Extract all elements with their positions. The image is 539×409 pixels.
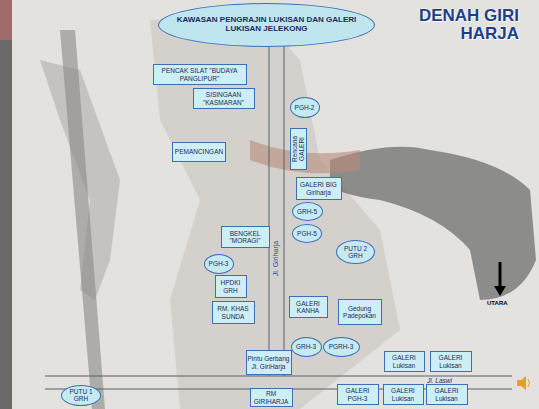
- place-name: GALERI BIG Giriharja: [298, 181, 340, 195]
- site-box: RM GIRIHARJA: [250, 388, 293, 407]
- site-circle: KAWASAN PENGRAJIN LUKISAN DAN GALERI LUK…: [158, 3, 375, 47]
- place-name: PGH-5: [297, 230, 317, 237]
- statue-right-arm: [330, 147, 536, 300]
- road-name: Jl. Giriharja: [273, 240, 280, 275]
- place-name: Gedung Padepokan: [340, 305, 380, 319]
- site-box: GALERI Lukisan: [384, 351, 425, 372]
- place-name: RM GIRIHARJA: [252, 390, 291, 404]
- place-name: PUTU 1 GRH: [63, 388, 99, 402]
- place-name: PEMANCINGAN: [175, 148, 223, 155]
- speaker-icon: [517, 376, 526, 390]
- north-arrowhead: [494, 286, 506, 296]
- site-box: GALERI Lukisan: [426, 384, 468, 405]
- site-circle: PUTU 2 GRH: [336, 240, 375, 264]
- road-line: [284, 46, 285, 376]
- site-box: Rencana GALERI: [290, 128, 307, 170]
- speaker-wave: [528, 379, 530, 387]
- place-name: BENGKEL "MORAGI": [223, 230, 268, 244]
- place-name: RM. KHAS SUNDA: [214, 305, 253, 319]
- site-box: PEMANCINGAN: [172, 142, 226, 162]
- place-name: PENCAK SILAT "BUDAYA PANGLIPUR": [155, 67, 245, 81]
- place-name: PUTU 2 GRH: [338, 245, 373, 259]
- place-name: PGRH-3: [329, 343, 354, 350]
- site-circle: GRH-3: [291, 337, 322, 357]
- site-box: GALERI KANHA: [289, 296, 328, 318]
- site-box: HPDKI GRH: [215, 275, 247, 298]
- place-name: PGH-2: [295, 104, 315, 111]
- place-name: KAWASAN PENGRAJIN LUKISAN DAN GALERI LUK…: [160, 16, 373, 34]
- statue-body: [150, 15, 400, 409]
- site-circle: PGRH-3: [323, 337, 360, 357]
- place-name: GRH-3: [296, 343, 316, 350]
- site-box: GALERI Lukisan: [430, 351, 472, 372]
- place-name: GALERI PGH-3: [339, 387, 377, 401]
- site-box: PENCAK SILAT "BUDAYA PANGLIPUR": [153, 64, 247, 85]
- place-name: Pintu Gerbang Jl. GiriHarja: [248, 355, 290, 369]
- north-arrow: [499, 262, 502, 288]
- map-title: DENAH GIRI HARJA: [417, 7, 519, 43]
- place-name: SISINGAAN "KASMARAN": [195, 91, 253, 105]
- site-circle: PGH-2: [290, 97, 320, 118]
- site-circle: PGH-3: [204, 254, 234, 274]
- place-name: GALERI Lukisan: [386, 354, 423, 368]
- site-box: GALERI Lukisan: [383, 384, 424, 405]
- site-box: Gedung Padepokan: [338, 299, 382, 325]
- place-name: GALERI KANHA: [291, 300, 326, 314]
- site-box: RM. KHAS SUNDA: [212, 301, 255, 324]
- site-circle: GRH-5: [292, 202, 323, 221]
- site-box: Pintu Gerbang Jl. GiriHarja: [246, 350, 292, 375]
- place-name: PGH-3: [209, 260, 229, 267]
- road-line: [269, 46, 270, 376]
- place-name: HPDKI GRH: [217, 279, 245, 293]
- place-name: GALERI Lukisan: [432, 354, 470, 368]
- road-name: Jl. Laswi: [427, 377, 452, 384]
- left-strip: [0, 0, 12, 409]
- place-name: GALERI Lukisan: [428, 387, 466, 401]
- north-label: UTARA: [487, 300, 508, 306]
- place-name: Rencana GALERI: [291, 129, 305, 169]
- place-name: GRH-5: [297, 208, 317, 215]
- place-name: GALERI Lukisan: [385, 387, 422, 401]
- site-box: SISINGAAN "KASMARAN": [193, 88, 255, 109]
- road-line: [45, 376, 512, 377]
- site-circle: PGH-5: [292, 224, 322, 243]
- site-box: GALERI PGH-3: [337, 384, 379, 405]
- site-box: BENGKEL "MORAGI": [221, 226, 270, 248]
- site-circle: PUTU 1 GRH: [61, 385, 101, 406]
- staff: [60, 30, 105, 409]
- left-strip-accent: [0, 0, 12, 40]
- site-box: GALERI BIG Giriharja: [296, 177, 342, 200]
